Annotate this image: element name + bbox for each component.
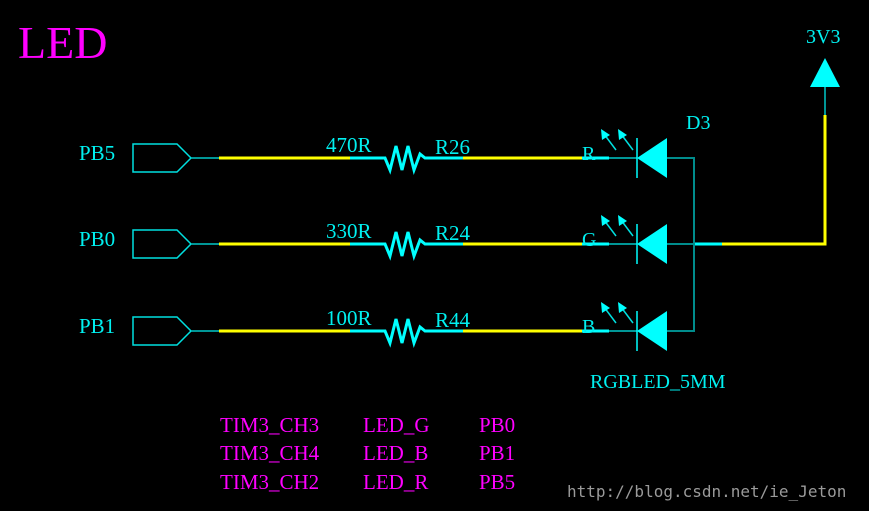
port-connector-icon [132,229,193,259]
component-value: RGBLED_5MM [590,371,726,393]
mapping-led: LED_B [363,441,428,465]
resistor-ref: R26 [435,135,470,159]
power-wire[interactable] [722,115,827,246]
resistor-zigzag-icon [350,231,463,262]
power-arrow-icon [810,58,840,87]
mapping-led: LED_R [363,470,428,494]
resistor-ref: R44 [435,308,471,332]
mapping-timer: TIM3_CH2 [220,470,319,494]
led-pin-label: R [582,143,596,165]
led-pin-label: G [582,229,596,251]
mapping-timer: TIM3_CH4 [220,441,320,465]
emission-arrow-icon [601,215,610,226]
port-label: PB5 [79,141,115,165]
diode-triangle-icon [637,311,667,351]
power-symbol-3v3[interactable]: 3V3 [806,26,840,115]
diode-triangle-icon [637,224,667,264]
led-r[interactable]: R [582,129,667,178]
schematic-title: LED [18,17,107,68]
resistor-r24[interactable]: 330R R24 [326,219,471,262]
port-pb1[interactable]: PB1 [79,314,219,346]
channel-pb0: PB0 330R R24 G [79,215,667,264]
emission-arrow-icon [618,215,627,226]
port-pb5[interactable]: PB5 [79,141,219,173]
resistor-value: 100R [326,306,372,330]
mapping-led: LED_G [363,413,430,437]
mapping-timer: TIM3_CH3 [220,413,319,437]
component-ref: D3 [686,112,710,134]
led-b[interactable]: B [582,302,667,351]
power-net-label: 3V3 [806,26,840,48]
mapping-pin: PB5 [479,470,515,494]
mapping-pin: PB1 [479,441,515,465]
watermark[interactable]: http://blog.csdn.net/ie_Jeton [567,482,846,501]
channel-pb5: PB5 470R R26 R [79,129,667,178]
port-label: PB0 [79,227,115,251]
emission-arrow-icon [601,129,610,140]
port-pb0[interactable]: PB0 [79,227,219,259]
resistor-ref: R24 [435,221,471,245]
diode-triangle-icon [637,138,667,178]
led-g[interactable]: G [582,215,667,264]
resistor-zigzag-icon [350,145,463,176]
resistor-zigzag-icon [350,318,463,349]
port-connector-icon [132,143,193,173]
resistor-value: 330R [326,219,372,243]
led-pin-label: B [582,316,595,338]
emission-arrow-icon [618,302,627,313]
mapping-pin: PB0 [479,413,515,437]
port-label: PB1 [79,314,115,338]
port-connector-icon [132,316,193,346]
emission-arrow-icon [601,302,610,313]
pin-mapping-table: TIM3_CH3 LED_G PB0 TIM3_CH4 LED_B PB1 TI… [220,413,515,494]
resistor-value: 470R [326,133,372,157]
resistor-r44[interactable]: 100R R44 [326,306,471,349]
channel-pb1: PB1 100R R44 B [79,302,667,351]
resistor-r26[interactable]: 470R R26 [326,133,470,176]
emission-arrow-icon [618,129,627,140]
